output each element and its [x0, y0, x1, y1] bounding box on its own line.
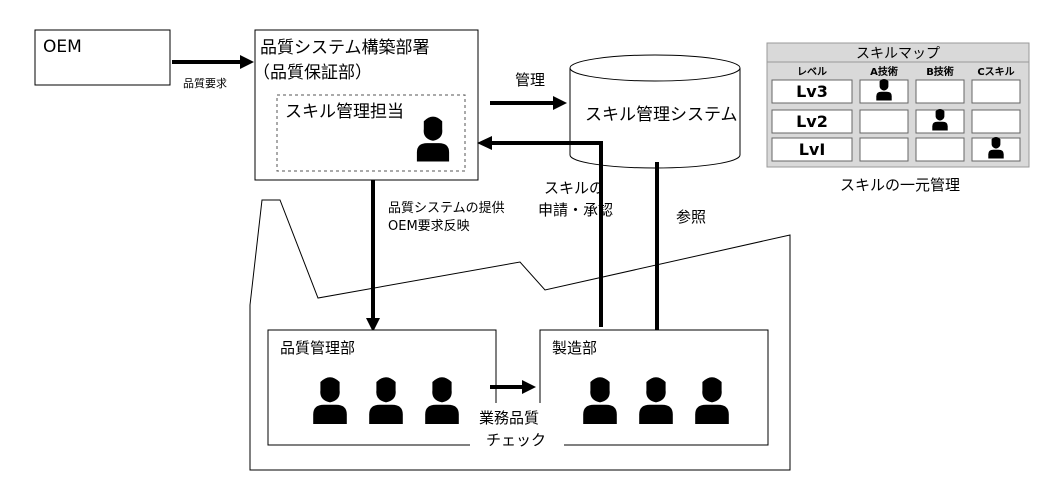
skill-map-header-1: A技術 [870, 65, 898, 78]
skill-map-header-0: レベル [797, 66, 827, 78]
check-arrow-head [522, 380, 536, 394]
oem-label: OEM [43, 37, 82, 57]
skill-system-label: スキル管理システム [585, 105, 738, 125]
skill-map-cell [971, 79, 1021, 104]
skill-map-level-label: Lv2 [796, 112, 828, 131]
skill-map-caption: スキルの一元管理 [840, 176, 960, 194]
skill-map-cell [915, 137, 965, 162]
skill-map-level-label: LvⅠ [799, 140, 826, 159]
skill-map-cell [859, 109, 909, 134]
skill-map-level-label: Lv3 [796, 82, 828, 101]
oem-arrow-head [240, 55, 254, 69]
apply-arrow-line [492, 141, 603, 327]
skill-system-cylinder-top [569, 54, 741, 82]
skill-map-header-3: Cスキル [977, 66, 1014, 78]
skill-map-level-cell [771, 79, 853, 104]
ref-label: 参照 [676, 208, 706, 226]
dept-title-line2: （品質保証部） [253, 63, 372, 83]
manage-label: 管理 [515, 71, 545, 89]
skill-admin-label: スキル管理担当 [285, 102, 404, 122]
mfg-dept-label: 製造部 [552, 339, 597, 357]
provision-label-line1: 品質システムの提供 [388, 200, 505, 216]
check-label-bg [470, 403, 564, 449]
check-label-line2: チェック [486, 431, 546, 449]
dept-title-line1: 品質システム構築部署 [260, 38, 430, 58]
oem-box [34, 29, 171, 86]
provision-label-line2: OEM要求反映 [388, 219, 470, 234]
skill-map-level-cell [771, 137, 853, 162]
factory-outline [249, 199, 791, 471]
provision-arrow-head [366, 318, 380, 332]
apply-arrow-head [477, 136, 492, 150]
skill-map-cell [859, 137, 909, 162]
skill-map-level-cell [771, 109, 853, 134]
check-label-line1: 業務品質 [479, 409, 539, 427]
skill-map-cell [915, 79, 965, 104]
manage-arrow-head [553, 96, 567, 110]
apply-label-line1: スキルの [544, 179, 604, 197]
qc-dept-label: 品質管理部 [280, 339, 355, 357]
skill-map-title: スキルマップ [856, 46, 940, 62]
apply-label-line2: 申請・承認 [538, 201, 613, 219]
skill-map-cell [971, 109, 1021, 134]
quality-request-label: 品質要求 [183, 76, 227, 90]
skill-map-header-2: B技術 [926, 65, 954, 78]
